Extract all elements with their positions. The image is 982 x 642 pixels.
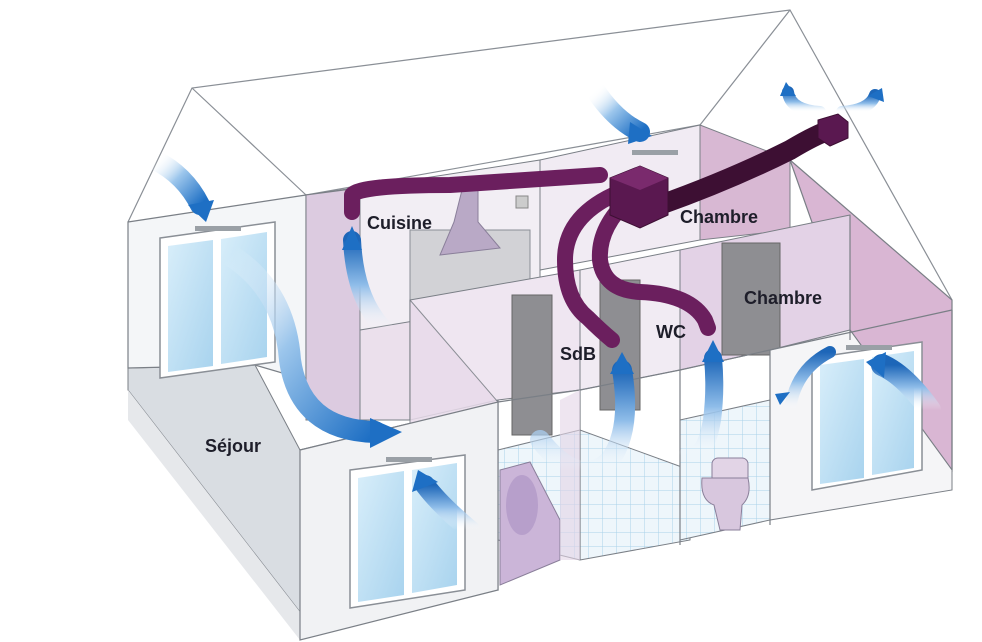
label-chambre-top: Chambre [680, 207, 758, 227]
label-sdb: SdB [560, 344, 596, 364]
toilet-icon [701, 457, 750, 531]
vmc-unit-icon [609, 165, 669, 229]
window-icon [349, 454, 466, 609]
vmc-ductwork [344, 120, 840, 348]
label-sejour: Séjour [205, 436, 261, 456]
bathtub-icon [499, 461, 561, 586]
window-icon [811, 341, 923, 491]
extraction-exhaust-icon [817, 113, 849, 147]
door-sdb [511, 294, 553, 436]
wall-cuisine-left [305, 187, 361, 421]
floor-sejour [127, 364, 301, 614]
ground-front [128, 390, 300, 640]
label-chambre-right: Chambre [744, 288, 822, 308]
air-inlet-top [632, 150, 678, 155]
door-chambre-right [721, 242, 781, 356]
label-wc: WC [656, 322, 686, 342]
window-icon [159, 221, 276, 379]
kitchen-vent-grille [515, 195, 529, 209]
stale-air-arrow-icon [780, 82, 884, 118]
label-cuisine: Cuisine [367, 213, 432, 233]
fresh-air-arrow-icon [145, 80, 941, 540]
